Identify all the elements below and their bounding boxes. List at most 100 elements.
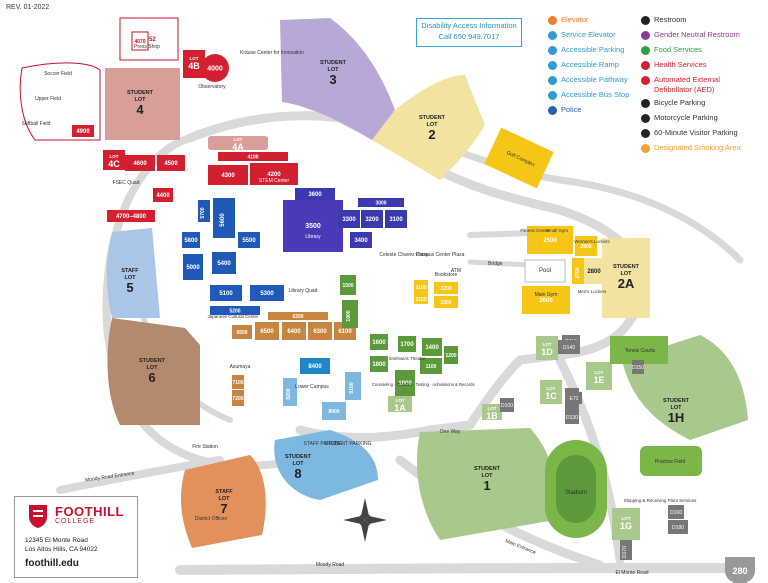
- building-1700[interactable]: 1700: [398, 336, 416, 352]
- building-5100[interactable]: 5100: [210, 285, 242, 301]
- building-3600[interactable]: 3600: [295, 188, 335, 200]
- building-4400[interactable]: 4400: [153, 188, 173, 202]
- label-japanese-center: Japanese Cultural Center: [207, 314, 259, 319]
- building-d140[interactable]: D140: [558, 340, 580, 354]
- building-5400[interactable]: 5400: [212, 252, 236, 274]
- building-8200[interactable]: 8200: [283, 378, 297, 406]
- building-4700[interactable]: 4700–4800: [107, 210, 155, 222]
- building-2900[interactable]: 2900: [575, 236, 597, 256]
- building-2300[interactable]: 2300: [434, 296, 458, 308]
- building-e71[interactable]: E71: [566, 392, 582, 404]
- building-1000[interactable]: 1000: [395, 370, 415, 396]
- building-d160[interactable]: D160: [668, 505, 684, 519]
- building-6200[interactable]: 6200: [268, 312, 328, 320]
- building-5300[interactable]: 5300: [250, 285, 284, 301]
- smoking-area-icon: [641, 143, 650, 153]
- building-4200[interactable]: 4200: [250, 163, 298, 185]
- building-2800[interactable]: 2800: [584, 258, 604, 284]
- building-1600[interactable]: 1600: [370, 334, 388, 350]
- building-3300[interactable]: 3300: [338, 210, 360, 228]
- building-number: 4070: [134, 39, 145, 45]
- building-7100[interactable]: 7100: [232, 375, 244, 389]
- building-d150[interactable]: D150: [632, 360, 644, 374]
- building-2200[interactable]: 2200: [434, 282, 458, 294]
- building-3400[interactable]: 3400: [350, 232, 372, 248]
- building-5000[interactable]: 5000: [183, 254, 203, 280]
- building-6300[interactable]: 6300: [308, 322, 332, 340]
- building-d130[interactable]: D130: [565, 410, 579, 424]
- college-url[interactable]: foothill.edu: [25, 558, 79, 569]
- building-2600[interactable]: 2600: [522, 286, 570, 314]
- building-shape: [232, 390, 244, 406]
- building-5700[interactable]: 5700: [198, 200, 210, 222]
- building-4052[interactable]: 4052: [119, 17, 179, 61]
- building-4100[interactable]: 4100: [218, 152, 288, 161]
- building-4070[interactable]: 4070: [131, 31, 149, 51]
- building-1900[interactable]: 1900: [342, 300, 358, 328]
- building-4300[interactable]: 4300: [208, 165, 248, 185]
- elevator-icon: [548, 15, 557, 25]
- building-4900[interactable]: 4900: [72, 125, 94, 137]
- building-2500[interactable]: 2500: [527, 226, 573, 254]
- building-shape: [358, 198, 404, 207]
- building-d170[interactable]: D170: [620, 540, 632, 560]
- building-3000[interactable]: 3000: [358, 198, 404, 207]
- building-1500[interactable]: 1500: [340, 275, 356, 295]
- label-moody-road: Moody Road: [316, 562, 345, 568]
- building-2700[interactable]: 2700: [572, 258, 586, 284]
- legend-label: Accessible Parking: [561, 45, 625, 54]
- building-5600[interactable]: 5600: [213, 198, 235, 238]
- building-6600[interactable]: 6600: [232, 325, 252, 339]
- lot-caption: LOT: [488, 406, 497, 411]
- building-1100[interactable]: 1100: [420, 358, 442, 374]
- label-practice-field: Practice Field: [655, 459, 686, 465]
- building-3500[interactable]: 3500: [283, 200, 343, 252]
- building-1200[interactable]: 1200: [444, 346, 458, 364]
- building-4500[interactable]: 4500: [157, 155, 185, 171]
- building-8100[interactable]: 8100: [345, 372, 361, 400]
- building-8400[interactable]: 8400: [300, 358, 330, 374]
- building-number: 5400: [217, 261, 231, 267]
- building-2100[interactable]: 2100: [414, 280, 428, 294]
- building-3100[interactable]: 3100: [385, 210, 407, 228]
- building-4000[interactable]: 4000: [201, 54, 229, 82]
- building-5200[interactable]: 5200: [210, 306, 260, 315]
- building-6500[interactable]: 6500: [255, 322, 279, 340]
- building-d180[interactable]: D180: [668, 520, 688, 534]
- building-2150[interactable]: 2150: [414, 294, 428, 304]
- building-shape: [268, 312, 328, 320]
- building-1400[interactable]: 1400: [422, 338, 442, 356]
- building-8000[interactable]: 8000: [322, 402, 346, 420]
- building-6400[interactable]: 6400: [282, 322, 306, 340]
- stem-center-label: STEM Center: [259, 178, 290, 184]
- building-5500[interactable]: 5500: [238, 232, 260, 248]
- building-d100[interactable]: D100: [500, 398, 514, 412]
- building-7200[interactable]: 7200: [232, 390, 244, 406]
- building-number: 3600: [308, 192, 322, 198]
- building-5800[interactable]: 5800: [182, 232, 200, 248]
- building-1800[interactable]: 1800: [370, 356, 388, 372]
- building-4600[interactable]: 4600: [125, 155, 155, 171]
- building-3200[interactable]: 3200: [361, 210, 383, 228]
- legend-right-item-smoking-area: Designated Smoking Area: [641, 142, 741, 154]
